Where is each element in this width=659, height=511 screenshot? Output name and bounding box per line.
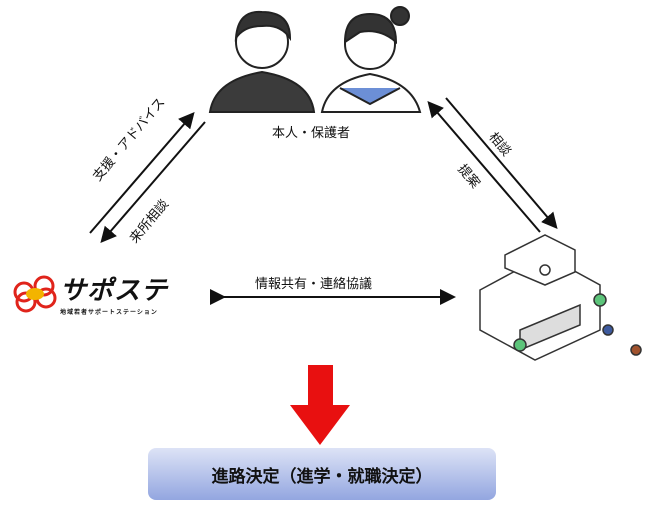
student-girl-icon (320, 6, 422, 113)
school-building-icon (479, 234, 642, 361)
logo-subtitle: 地域若者サポートステーション (60, 309, 158, 316)
info-sharing-label: 情報共有・連絡協議 (255, 277, 373, 292)
saposute-logo (13, 275, 57, 313)
student-boy-icon (208, 10, 316, 113)
arrow-to-school (445, 97, 558, 230)
arrow-to-saposute (100, 121, 206, 244)
arrow-to-people (89, 111, 195, 234)
down-arrow-icon (290, 365, 350, 445)
logo-name: サポステ (60, 276, 169, 306)
career-decision-box: 進路決定（進学・就職決定） (148, 448, 496, 500)
people-label: 本人・保護者 (272, 126, 351, 141)
arrow-to-people-right (427, 100, 541, 233)
